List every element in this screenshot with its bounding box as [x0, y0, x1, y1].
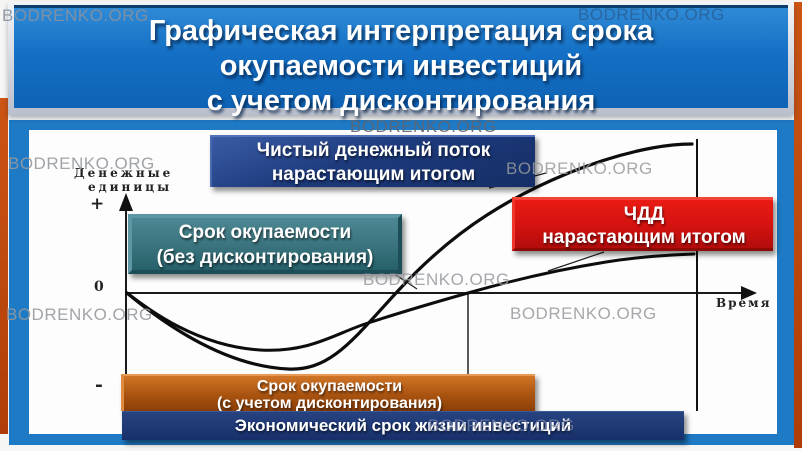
title-box-inner: Графическая интерпретация срока окупаемо… [14, 5, 788, 117]
watermark: BODRENKO.ORG [510, 304, 657, 323]
npv-box-line1: ЧДД [623, 204, 665, 225]
slide-title-line2: окупаемости инвестиций [219, 50, 583, 82]
watermark: BODRENKO.ORG [363, 270, 510, 289]
slide-title: Графическая интерпретация срока окупаемо… [14, 14, 788, 119]
left-accent-stripe [0, 98, 8, 434]
watermark: BODRENKO.ORG [6, 305, 153, 324]
plus-sign: + [90, 194, 105, 214]
net-cash-flow-box-line2: нарастающим итогом [271, 164, 476, 185]
slide-title-line3: с учетом дисконтирования [206, 85, 596, 117]
title-box: Графическая интерпретация срока окупаемо… [8, 2, 794, 117]
minus-sign: - [95, 374, 103, 396]
x-axis-label: Время [716, 296, 772, 310]
economic-life-box: Экономический срок жизни инвестиций [122, 411, 684, 440]
watermark: BODRENKO.ORG [506, 159, 653, 178]
npv-box: ЧДД нарастающим итогом [512, 197, 773, 251]
watermark: BODRENKO.ORG [578, 5, 725, 24]
origin-zero-label: 0 [94, 279, 104, 295]
npv-box-line2: нарастающим итогом [542, 227, 746, 248]
watermark: BODRENKO.ORG [350, 117, 497, 136]
economic-life-box-label: Экономический срок жизни инвестиций [234, 416, 572, 435]
payback-simple-box: Срок окупаемости (без дисконтирования) [128, 214, 402, 274]
y-axis-label-line2: единицы [88, 180, 173, 194]
net-cash-flow-box-line1: Чистый денежный поток [256, 140, 491, 161]
watermark: BODRENKO.ORG [8, 154, 155, 173]
watermark: BODRENKO.ORG [2, 6, 149, 25]
payback-discounted-box-line2: (с учетом дисконтирования) [216, 395, 443, 412]
payback-discounted-box: Срок окупаемости (с учетом дисконтирован… [121, 374, 535, 412]
payback-simple-box-line1: Срок окупаемости [178, 222, 352, 243]
payback-discounted-box-line1: Срок окупаемости [256, 378, 403, 395]
slide-title-line1: Графическая интерпретация срока [148, 15, 654, 47]
watermark: BODRENKO.ORG [428, 416, 575, 435]
payback-simple-box-line2: (без дисконтирования) [156, 247, 374, 268]
net-cash-flow-box: Чистый денежный поток нарастающим итогом [210, 135, 535, 187]
right-accent-stripe [794, 2, 802, 448]
